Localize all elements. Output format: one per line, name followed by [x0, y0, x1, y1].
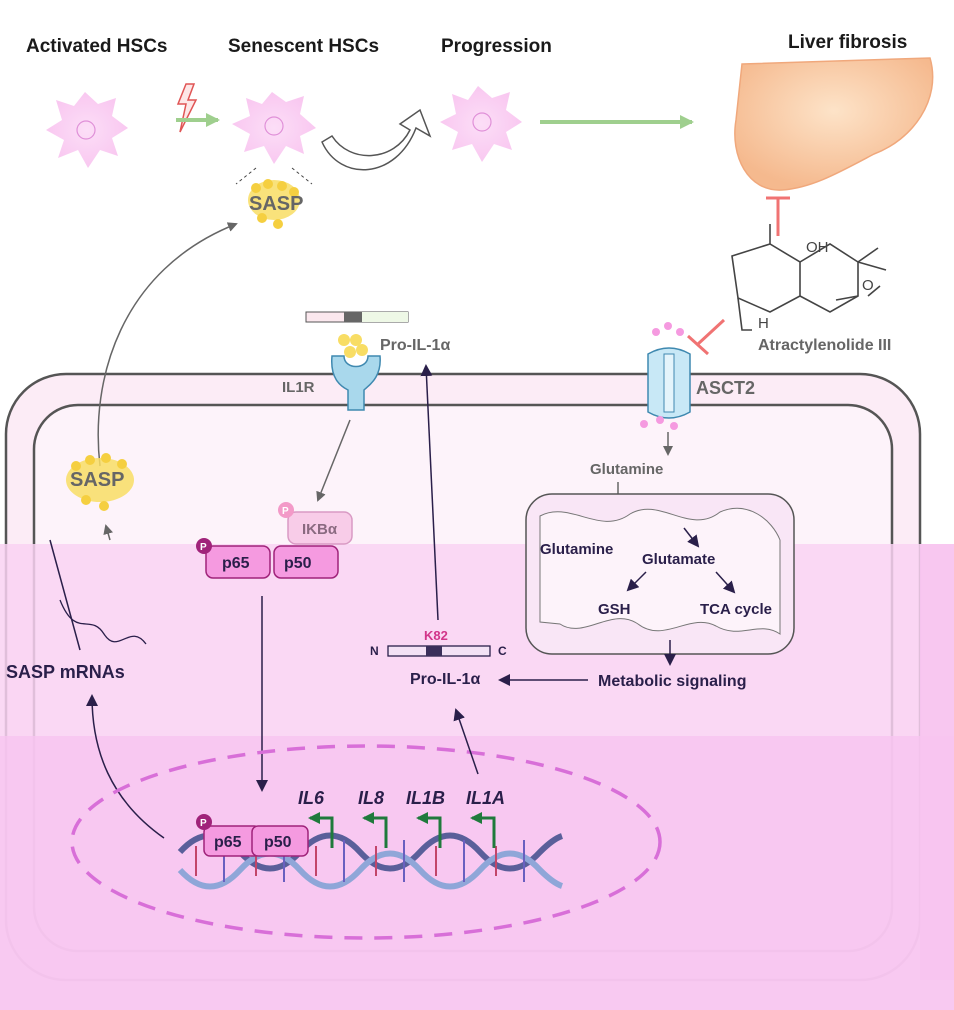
drug-oh-label: OH [806, 239, 829, 256]
k82-label: K82 [424, 628, 448, 643]
p50-nuclear-label: p50 [264, 834, 292, 851]
glutamine-inner-label: Glutamine [540, 541, 613, 558]
activated-hsc-cell [46, 92, 128, 168]
header-progression: Progression [441, 36, 552, 57]
pro-il1a-top-label: Pro-IL-1α [380, 337, 450, 354]
phospho-badge-nuclear [196, 814, 212, 830]
progression-hsc-cell [440, 86, 522, 162]
mitochondrion [525, 493, 795, 655]
drug-name-label: Atractylenolide III [758, 337, 891, 354]
cell-right-edge [920, 544, 954, 980]
p65-nuclear-label: p65 [214, 834, 242, 851]
sasp-top-label: SASP [249, 193, 303, 215]
arrow-genes-to-pro-il1a [453, 708, 479, 775]
nucleus [70, 744, 662, 940]
il1r-label: IL1R [282, 379, 315, 396]
gene-il8-label: IL8 [358, 788, 384, 808]
senescent-hsc-cell [232, 92, 316, 185]
drug-h-label: H [758, 315, 769, 332]
p50-nuclear-protein [251, 825, 309, 857]
gene-il1b-label: IL1B [406, 788, 445, 808]
phospho-badge-p65-label: P [200, 542, 207, 553]
n-term-label: N [370, 644, 379, 658]
arrow-pro-il1a-to-membrane [420, 364, 439, 621]
arrow-mrna-to-sasp [49, 539, 81, 651]
il1r-receptor [331, 355, 381, 411]
ikba-protein [287, 511, 353, 545]
pro-il1a-cell-bar [387, 645, 491, 657]
gene-il1b-arrow [416, 812, 442, 848]
gene-il6-arrow [308, 812, 334, 848]
header-senescent-hscs: Senescent HSCs [228, 36, 379, 57]
p50-label: p50 [284, 555, 312, 572]
phospho-badge-ikba [278, 502, 294, 518]
metabolic-signaling-label: Metabolic signaling [598, 673, 746, 690]
liver-image [734, 57, 934, 191]
ikba-label: IKBα [302, 521, 338, 538]
pro-il1a-cell-label: Pro-IL-1α [410, 671, 480, 688]
arrow-dna-to-mrna [86, 694, 165, 839]
gene-il6-label: IL6 [298, 788, 325, 808]
arrow-sasp-to-top [97, 222, 238, 467]
drug-o-label: O [862, 277, 874, 294]
lightning-icon [176, 83, 198, 133]
arrow-glutamine-to-glutamate [683, 527, 700, 548]
c-term-label: C [498, 644, 507, 658]
il1-ligand-vesicles [338, 334, 368, 358]
arrow-il1r-to-ikb [316, 419, 351, 502]
sasp-vesicles-top [248, 179, 300, 229]
progression-curved-arrow [321, 108, 432, 171]
inhibit-asct2-line [696, 318, 726, 346]
sasp-cell-label: SASP [70, 469, 124, 491]
header-activated-hscs: Activated HSCs [26, 36, 168, 57]
glutamate-label: Glutamate [642, 551, 715, 568]
tca-label: TCA cycle [700, 601, 772, 618]
sasp-vesicles-cell [66, 453, 134, 511]
header-liver-fibrosis: Liver fibrosis [788, 32, 907, 53]
inhibit-asct2-bar [686, 334, 710, 356]
glutamine-outer-label: Glutamine [590, 461, 663, 478]
p65-protein [205, 545, 271, 579]
phospho-badge-nuclear-label: P [200, 818, 207, 829]
gene-il1a-label: IL1A [466, 788, 505, 808]
sasp-mrna-strand [59, 599, 147, 645]
asct2-transporter [640, 322, 691, 430]
phospho-badge-ikba-label: P [282, 506, 289, 517]
atractylenolide-structure [731, 224, 887, 331]
gene-il1a-arrow [470, 812, 496, 848]
gsh-label: GSH [598, 601, 631, 618]
arrow-glutamate-to-gsh [626, 571, 647, 592]
sasp-mrnas-label: SASP mRNAs [6, 662, 125, 682]
phospho-badge-p65 [196, 538, 212, 554]
p65-label: p65 [222, 555, 250, 572]
p50-protein [273, 545, 339, 579]
arrow-glutamate-to-tca [715, 571, 736, 594]
arrow-mrna-up-short [103, 524, 114, 541]
gene-il8-arrow [362, 812, 388, 848]
asct2-label: ASCT2 [696, 378, 755, 398]
pro-il1a-top-bar [305, 311, 409, 323]
